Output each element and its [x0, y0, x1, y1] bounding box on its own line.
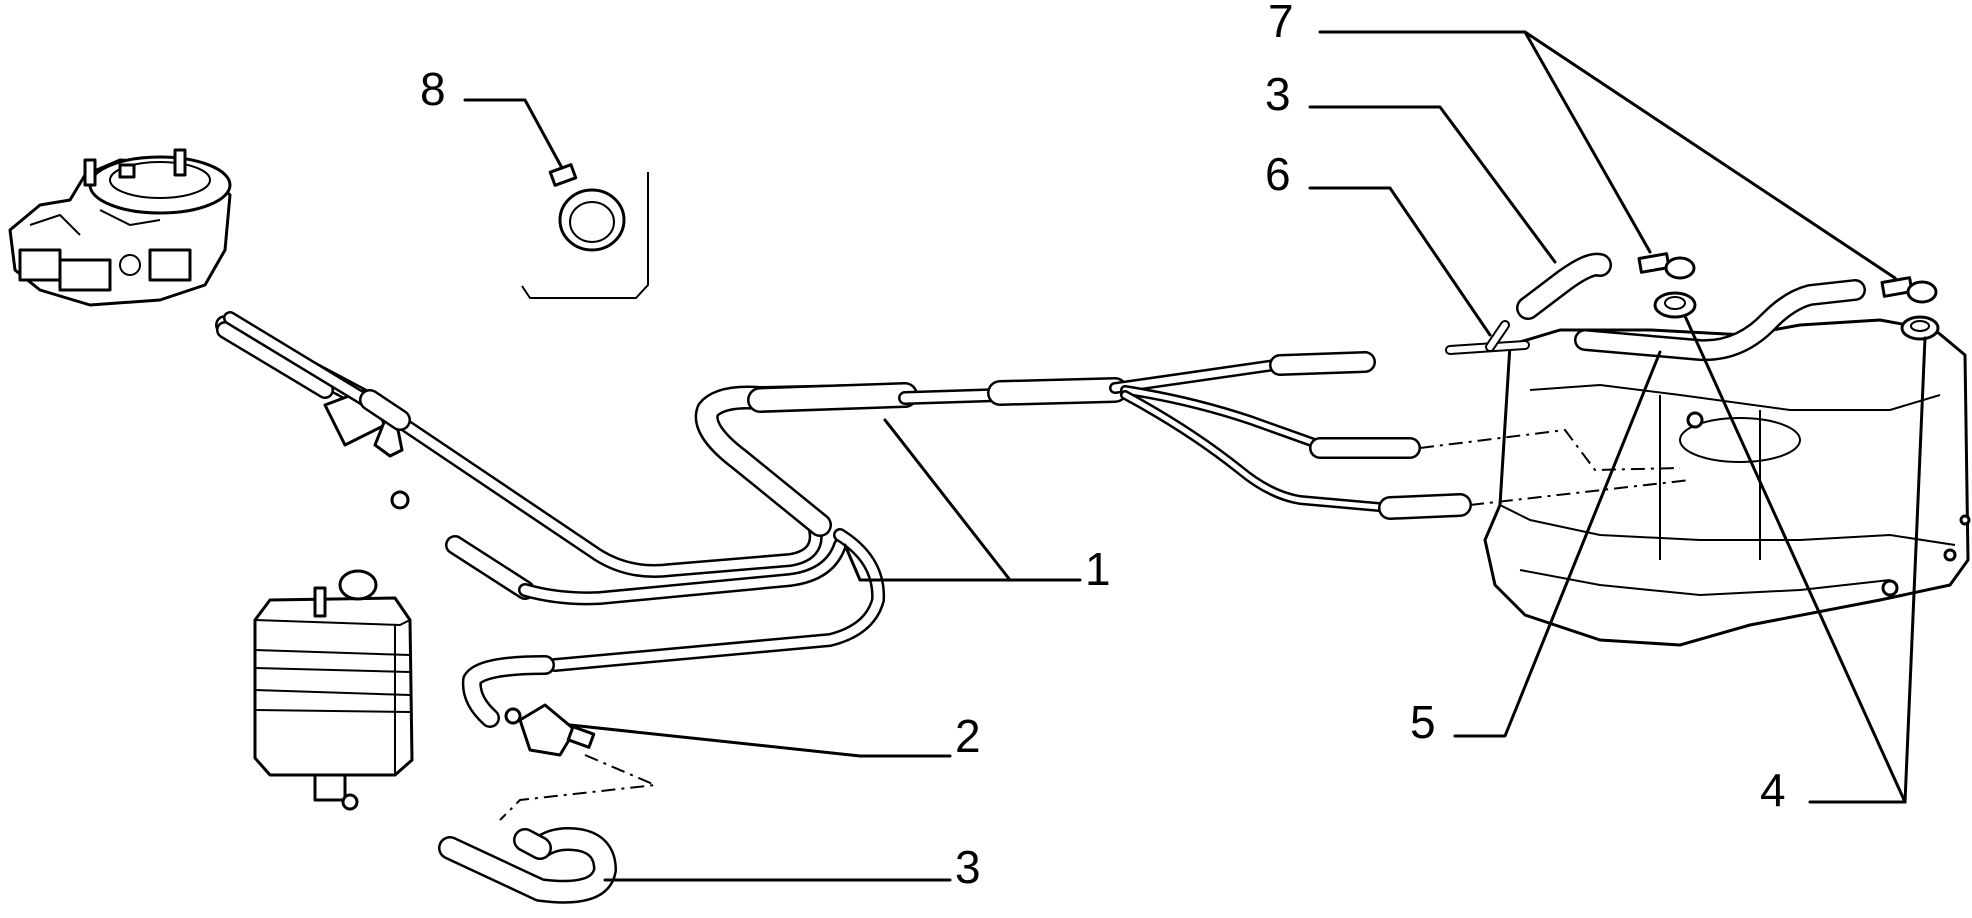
elbow-fittings-illustration	[1637, 252, 1938, 304]
callout-8: 8	[420, 63, 446, 115]
leader-lines	[463, 30, 1927, 882]
carbon-canister-illustration	[253, 569, 414, 811]
callout-3-lower: 3	[955, 841, 981, 893]
callout-7: 7	[1268, 0, 1294, 47]
callout-4: 4	[1760, 764, 1786, 816]
vapour-pipe-bundle	[223, 311, 1472, 728]
fuel-tank-illustration	[1419, 318, 1971, 647]
callout-3-upper: 3	[1265, 68, 1291, 120]
callout-6: 6	[1265, 148, 1291, 200]
grommets-illustration	[1653, 291, 1940, 341]
vapour-valve-illustration	[499, 703, 659, 821]
callout-5: 5	[1410, 696, 1436, 748]
callout-2: 2	[955, 710, 981, 762]
callout-1: 1	[1085, 543, 1111, 595]
top-hose-illustration	[1516, 252, 1612, 320]
hose-clamp-illustration	[521, 163, 649, 299]
u-hose-illustration	[438, 827, 617, 904]
t-fitting-illustration	[1445, 320, 1530, 355]
breather-hose-illustration	[1574, 279, 1866, 362]
throttle-body-illustration	[8, 148, 232, 307]
